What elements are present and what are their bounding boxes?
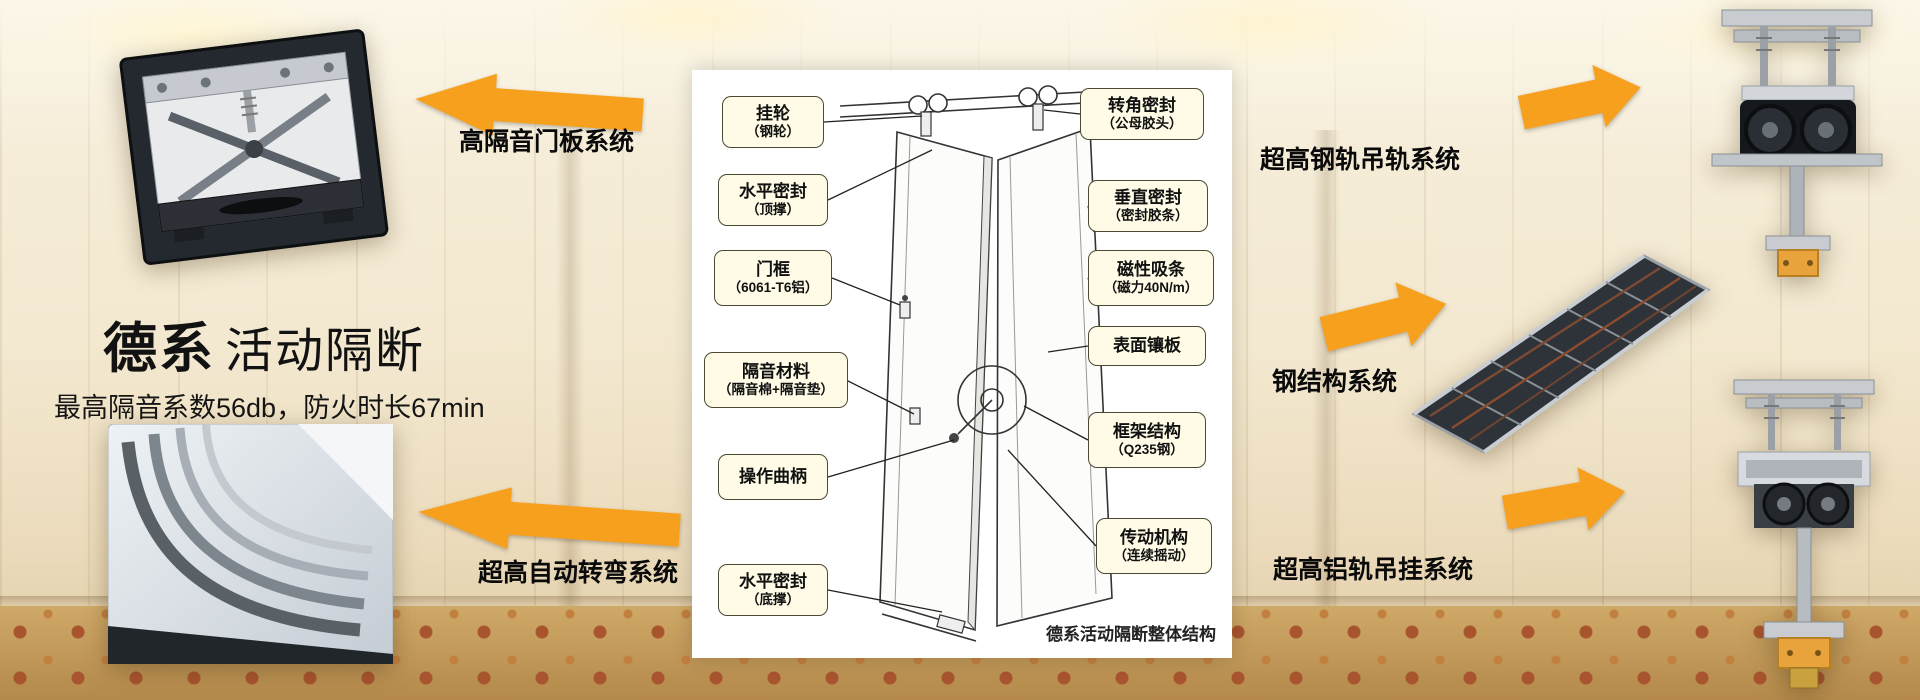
callout-label: 磁性吸条 bbox=[1117, 259, 1185, 279]
callout-frame-structure: 框架结构 （Q235钢） bbox=[1088, 412, 1206, 468]
callout-label: 挂轮 bbox=[756, 103, 790, 123]
callout-horizontal-seal-top: 水平密封 （顶撑） bbox=[718, 174, 828, 226]
curved-track-photo bbox=[108, 424, 393, 664]
callout-acoustic-material: 隔音材料 （隔音棉+隔音垫） bbox=[704, 352, 848, 408]
callout-label: 垂直密封 bbox=[1114, 187, 1182, 207]
callout-label: 传动机构 bbox=[1120, 527, 1188, 547]
system-label-steel-structure: 钢结构系统 bbox=[1272, 368, 1398, 396]
callout-label: 门框 bbox=[756, 259, 790, 279]
brand-subtitle: 最高隔音系数56db，防火时长67min bbox=[54, 393, 485, 423]
callout-door-frame: 门框 （6061-T6铝） bbox=[714, 250, 832, 306]
callout-label: 隔音材料 bbox=[742, 361, 810, 381]
steel-structure-photo bbox=[1408, 228, 1713, 458]
callout-label: 操作曲柄 bbox=[739, 467, 807, 487]
block-arrow-right-icon bbox=[1316, 272, 1454, 367]
callout-sublabel: （Q235钢） bbox=[1110, 442, 1184, 458]
callout-label: 转角密封 bbox=[1108, 95, 1176, 115]
callout-label: 水平密封 bbox=[739, 571, 807, 591]
callout-sublabel: （钢轮） bbox=[746, 124, 800, 140]
partition-diagram-drawing bbox=[823, 85, 1121, 642]
callout-drive-mechanism: 传动机构 （连续摇动） bbox=[1096, 518, 1212, 574]
callout-surface-panel: 表面镶板 bbox=[1088, 326, 1206, 366]
block-arrow-left-icon bbox=[413, 68, 645, 146]
callout-label: 框架结构 bbox=[1113, 421, 1181, 441]
block-arrow-right-icon bbox=[1499, 460, 1630, 544]
callout-sublabel: （隔音棉+隔音垫） bbox=[718, 382, 834, 398]
callout-sublabel: （连续摇动） bbox=[1113, 548, 1195, 564]
brand-title: 德系活动隔断 bbox=[103, 304, 425, 383]
callout-vertical-seal: 垂直密封 （密封胶条） bbox=[1088, 180, 1208, 232]
callout-magnetic-strip: 磁性吸条 （磁力40N/m） bbox=[1088, 250, 1214, 306]
steel-track-trolley-photo bbox=[1682, 4, 1914, 292]
callout-leader-lines bbox=[823, 109, 1099, 613]
brand-title-main: 德系 bbox=[103, 319, 215, 379]
callout-sublabel: （底撑） bbox=[746, 592, 800, 608]
callout-label: 表面镶板 bbox=[1113, 336, 1181, 356]
callout-label: 水平密封 bbox=[739, 181, 807, 201]
aluminum-track-trolley-photo bbox=[1698, 376, 1910, 696]
callout-sublabel: （磁力40N/m） bbox=[1103, 280, 1199, 296]
wall-seam-shadow bbox=[1312, 130, 1340, 606]
partition-structure-diagram: 挂轮 （钢轮） 水平密封 （顶撑） 门框 （6061-T6铝） 隔音材料 （隔音… bbox=[692, 70, 1232, 658]
callout-sublabel: （公母胶头） bbox=[1101, 116, 1183, 132]
system-label-door-panel: 高隔音门板系统 bbox=[459, 128, 635, 156]
callout-sublabel: （顶撑） bbox=[746, 202, 800, 218]
door-panel-mechanism-photo bbox=[105, 6, 405, 301]
system-label-steel-rail: 超高钢轨吊轨系统 bbox=[1260, 146, 1461, 174]
callout-sublabel: （密封胶条） bbox=[1107, 208, 1189, 224]
system-label-alum-rail: 超高铝轨吊挂系统 bbox=[1273, 556, 1474, 584]
block-arrow-left-icon bbox=[416, 481, 682, 561]
callout-operating-crank: 操作曲柄 bbox=[718, 454, 828, 500]
callout-hanging-wheel: 挂轮 （钢轮） bbox=[722, 96, 824, 148]
system-label-auto-turn: 超高自动转弯系统 bbox=[478, 559, 679, 587]
callout-corner-seal: 转角密封 （公母胶头） bbox=[1080, 88, 1204, 140]
block-arrow-right-icon bbox=[1515, 56, 1648, 144]
brand-title-sub: 活动隔断 bbox=[225, 325, 426, 378]
diagram-caption: 德系活动隔断整体结构 bbox=[1046, 625, 1216, 644]
callout-sublabel: （6061-T6铝） bbox=[727, 280, 819, 296]
callout-horizontal-seal-bottom: 水平密封 （底撑） bbox=[718, 564, 828, 616]
